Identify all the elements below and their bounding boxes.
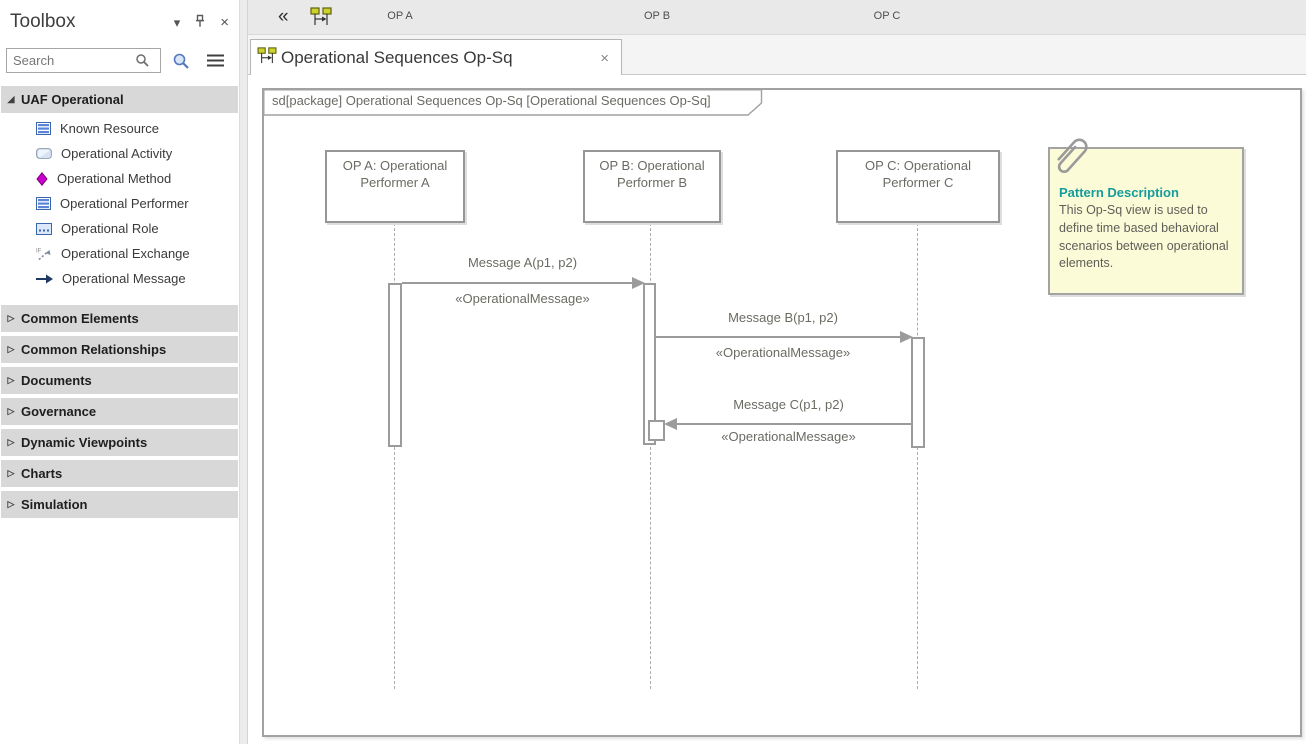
tab-close-icon[interactable]: × [600,49,609,67]
section-label: Dynamic Viewpoints [21,435,148,450]
toolbox-header: Toolbox ▾ × [0,0,239,44]
message-arrow-icon [36,274,53,283]
message-c-arrow[interactable] [664,418,911,430]
hamburger-menu-icon[interactable] [201,48,229,73]
toolbox-item-label: Operational Activity [61,146,173,161]
paperclip-icon [1057,138,1088,173]
arrowhead-left-icon [664,418,677,430]
diagram-canvas: sd[package] Operational Sequences Op-Sq … [248,75,1306,744]
section-governance[interactable]: ▷ Governance [1,398,238,425]
striped-rect-icon [36,122,51,135]
pin-icon[interactable] [194,14,206,30]
svg-text:IF: IF [36,248,42,254]
message-b-stereotype: «OperationalMessage» [715,345,851,360]
panel-splitter[interactable] [239,0,248,744]
collapsed-triangle-icon: ▷ [7,499,15,509]
message-c-stereotype: «OperationalMessage» [721,429,856,444]
message-b-arrow[interactable] [655,331,913,343]
toolbox-item-operational-role[interactable]: Operational Role [0,216,239,241]
tab-operational-sequences[interactable]: Operational Sequences Op-Sq × [250,39,622,76]
section-common-elements[interactable]: ▷ Common Elements [1,305,238,332]
section-simulation[interactable]: ▷ Simulation [1,491,238,518]
section-dynamic-viewpoints[interactable]: ▷ Dynamic Viewpoints [1,429,238,456]
dropdown-caret-icon[interactable]: ▾ [173,14,181,30]
toolbox-item-label: Operational Role [61,221,159,236]
lifeline-head-opc[interactable]: OP C: Operational Performer C [836,150,1000,223]
toolbox-item-label: Operational Performer [60,196,189,211]
search-input[interactable] [7,50,135,71]
collapsed-triangle-icon: ▷ [7,406,15,416]
message-b-label[interactable]: Message B(p1, p2) [728,310,838,325]
section-common-relationships[interactable]: ▷ Common Relationships [1,336,238,363]
toolbox-item-known-resource[interactable]: Known Resource [0,116,239,141]
section-charts[interactable]: ▷ Charts [1,460,238,487]
arrowhead-right-icon [632,277,645,289]
toolbox-title: Toolbox [10,11,76,32]
toolbox-item-operational-method[interactable]: Operational Method [0,166,239,191]
toolbox-item-operational-performer[interactable]: Operational Performer [0,191,239,216]
collapsed-triangle-icon: ▷ [7,437,15,447]
toolbox-item-label: Operational Message [62,271,186,286]
activation-opb[interactable] [643,283,656,445]
tab-strip: Operational Sequences Op-Sq × [248,35,1306,76]
tab-title: Operational Sequences Op-Sq [281,48,513,67]
sequence-frame [262,88,1302,737]
arrowhead-right-icon [900,331,913,343]
pattern-description-note[interactable]: Pattern Description This Op-Sq view is u… [1048,147,1244,295]
section-label: Simulation [21,497,88,512]
header-lifeline-label-opb[interactable]: OP B [643,10,671,22]
activation-opa[interactable] [388,283,402,447]
collapsed-triangle-icon: ▷ [7,344,15,354]
frame-label-pentagon[interactable] [263,89,763,116]
section-uaf-operational[interactable]: ◢ UAF Operational [1,86,238,113]
toolbox-panel: Toolbox ▾ × ◢ UAF Operational Know [0,0,239,744]
collapsed-triangle-icon: ▷ [7,313,15,323]
rounded-rect-icon [36,148,52,159]
exchange-arrow-icon: IF [36,248,51,260]
search-icon[interactable] [135,53,150,68]
activation-opb-nested[interactable] [648,420,665,441]
close-icon[interactable]: × [220,13,229,31]
section-label: Governance [21,404,97,419]
section-label: UAF Operational [21,92,124,107]
dotted-rect-icon [36,222,52,235]
search-filter-icon[interactable] [167,48,195,73]
lifeline-head-opb[interactable]: OP B: Operational Performer B [583,150,721,223]
diamond-icon [36,171,48,186]
message-c-label[interactable]: Message C(p1, p2) [733,397,844,412]
activation-opc[interactable] [911,337,925,448]
lifeline-opc[interactable] [917,223,918,689]
collapse-chevrons-icon[interactable]: « [278,6,289,27]
collapsed-triangle-icon: ▷ [7,468,15,478]
toolbox-item-operational-message[interactable]: Operational Message [0,266,239,291]
message-a-label[interactable]: Message A(p1, p2) [467,255,578,270]
toolbox-item-label: Operational Exchange [61,246,190,261]
lifeline-opa[interactable] [394,223,395,689]
frame-label: sd[package] Operational Sequences Op-Sq … [272,93,711,108]
section-label: Documents [21,373,92,388]
striped-rect-icon [36,197,51,210]
section-label: Charts [21,466,63,481]
expanded-triangle-icon: ◢ [7,94,15,104]
note-title: Pattern Description [1059,185,1179,200]
message-a-stereotype: «OperationalMessage» [455,291,590,306]
search-field[interactable] [6,48,161,73]
toolbox-item-operational-activity[interactable]: Operational Activity [0,141,239,166]
section-documents[interactable]: ▷ Documents [1,367,238,394]
note-body: This Op-Sq view is used to define time b… [1059,203,1229,271]
toolbox-item-label: Operational Method [57,171,172,186]
message-a-arrow[interactable] [402,277,645,289]
toolbox-item-label: Known Resource [60,121,159,136]
collapsed-triangle-icon: ▷ [7,375,15,385]
toolbox-item-operational-exchange[interactable]: IF Operational Exchange [0,241,239,266]
header-lifeline-label-opa[interactable]: OP A [387,10,413,22]
section-label: Common Elements [21,311,139,326]
sequence-diagram-icon[interactable] [310,7,332,31]
sequence-diagram-icon [257,47,277,69]
header-lifeline-label-opc[interactable]: OP C [873,10,901,22]
diagram-top-bar: « OP A OP B OP C [248,0,1306,35]
section-label: Common Relationships [21,342,167,357]
lifeline-head-opa[interactable]: OP A: Operational Performer A [325,150,465,223]
lifeline-opb[interactable] [650,223,651,689]
